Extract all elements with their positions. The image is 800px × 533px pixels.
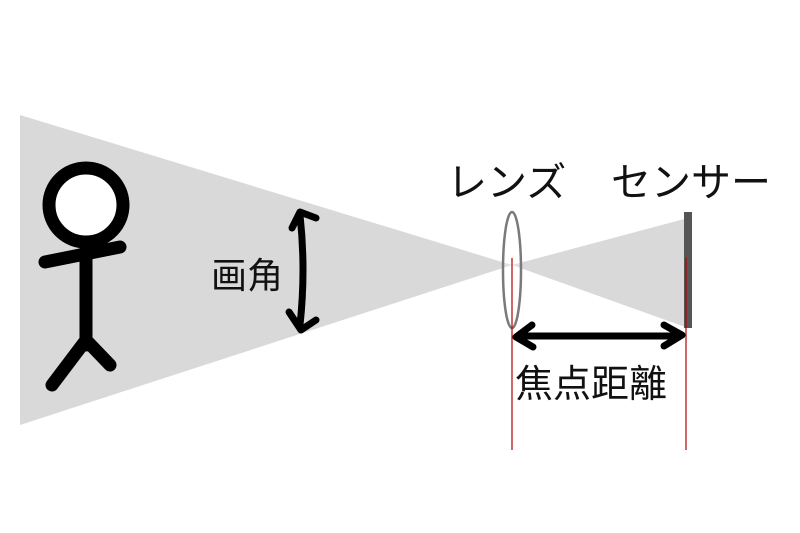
- field-of-view-cone-front: [20, 115, 512, 425]
- angle-of-view-arrow: [285, 208, 320, 334]
- focal-length-arrow: [512, 321, 686, 351]
- sensor-plate: [684, 212, 692, 328]
- angle-of-view-label: 画角: [211, 256, 283, 297]
- sensor-label: センサー: [611, 160, 771, 206]
- lens-label: レンズ: [447, 160, 566, 206]
- focal-length-label: 焦点距離: [515, 362, 667, 406]
- stick-figure-icon: [38, 161, 130, 392]
- field-of-view-cone-rear: [512, 218, 688, 328]
